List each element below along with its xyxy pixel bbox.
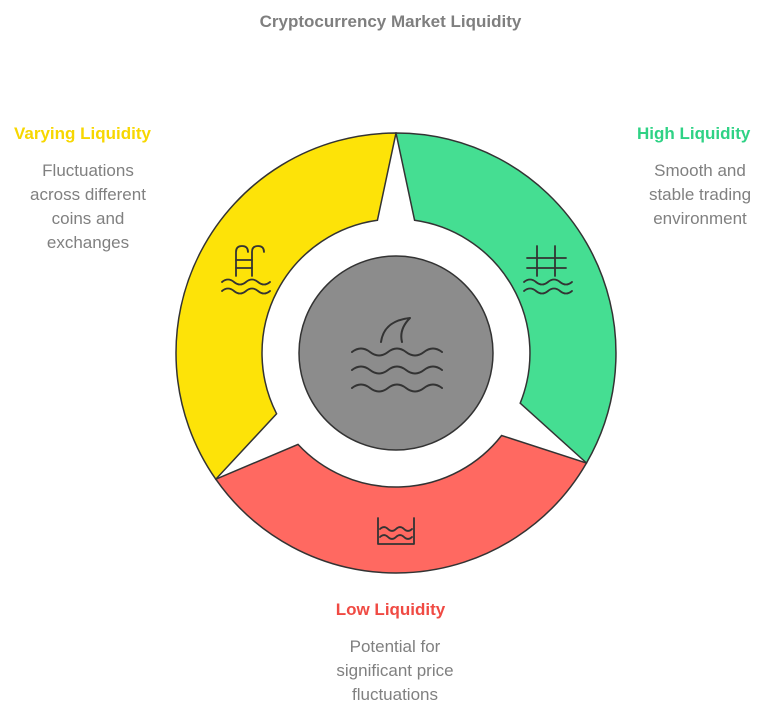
description-line: stable trading: [648, 185, 752, 204]
segment-varying-liquidity[interactable]: [175, 132, 397, 481]
varying-liquidity-description: Fluctuations across different coins and …: [8, 159, 168, 255]
pool-ladder-icon: [221, 245, 271, 295]
description-line: environment: [653, 209, 747, 228]
description-line: coins and: [51, 209, 125, 228]
shark-fin-waves-icon: [351, 317, 443, 393]
center-circle: [298, 255, 494, 451]
segment-low-liquidity[interactable]: [214, 434, 588, 574]
varying-liquidity-label: Varying Liquidity: [14, 124, 151, 143]
description-line: significant price: [336, 661, 454, 680]
description-line: fluctuations: [352, 685, 438, 704]
segment-high-liquidity[interactable]: [395, 132, 617, 465]
pier-water-icon: [523, 245, 573, 295]
description-line: Fluctuations: [42, 161, 134, 180]
description-line: across different: [30, 185, 146, 204]
low-liquidity-label: Low Liquidity: [335, 600, 446, 619]
shallow-pool-icon: [377, 517, 415, 545]
low-liquidity-description: Potential for significant price fluctuat…: [290, 635, 500, 707]
high-liquidity-description: Smooth and stable trading environment: [622, 159, 778, 231]
description-line: Smooth and: [654, 161, 746, 180]
diagram-title: Cryptocurrency Market Liquidity: [259, 12, 522, 31]
high-liquidity-label: High Liquidity: [637, 124, 751, 143]
description-line: exchanges: [46, 233, 130, 252]
description-line: Potential for: [349, 637, 441, 656]
